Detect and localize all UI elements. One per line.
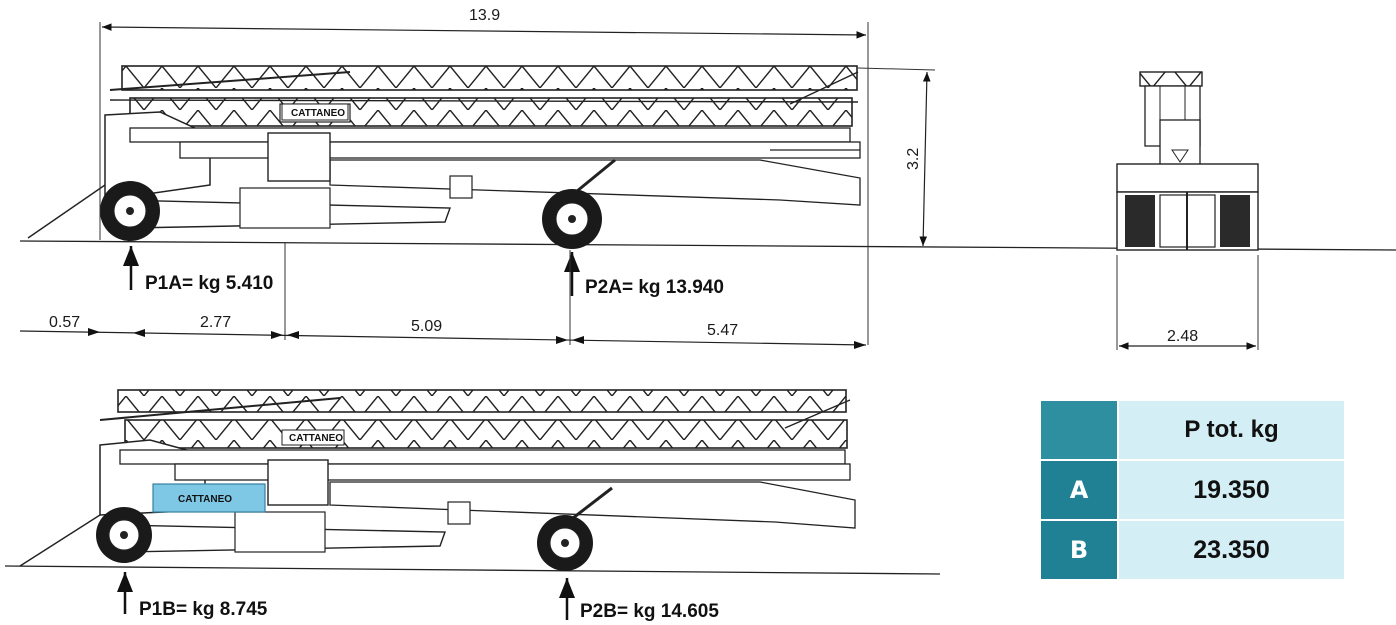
- ground-line-b: [4, 565, 941, 575]
- dim-line-overall: [101, 23, 867, 39]
- front-wheel-b: [96, 507, 152, 563]
- load-p2b: P2B= kg 14.605: [580, 601, 719, 622]
- front-view: 2.48: [1116, 71, 1259, 350]
- row-value-a: 19.350: [1117, 461, 1344, 521]
- front-wheel-left: [1125, 195, 1155, 247]
- total-weight-table: P tot. kg A 19.350 B 23.350: [1041, 401, 1344, 579]
- front-wheel-a: [100, 181, 160, 241]
- load-p1a: P1A= kg 5.410: [145, 273, 273, 294]
- brand-plate-a: [281, 103, 349, 121]
- jib-truss-a: [109, 65, 859, 127]
- brand-plate-b: [281, 429, 345, 446]
- counterweight-b: [152, 483, 266, 513]
- table-header-row: P tot. kg: [1041, 401, 1344, 461]
- dim-line-height: [919, 71, 931, 247]
- dim-d2: 5.09: [411, 318, 442, 335]
- dim-height: 3.2: [905, 148, 922, 170]
- table-row: B 23.350: [1041, 521, 1344, 579]
- jib-truss-b: [99, 389, 851, 449]
- rear-wheel-b: [537, 515, 593, 571]
- table-row: A 19.350: [1041, 461, 1344, 521]
- table-corner: [1041, 401, 1117, 461]
- dim-line-chain: [19, 330, 867, 346]
- chassis-b: [99, 439, 856, 553]
- load-p1b: P1B= kg 8.745: [139, 599, 268, 620]
- dim-width: 2.48: [1167, 328, 1198, 345]
- row-key-b: B: [1041, 521, 1117, 579]
- row-value-b: 23.350: [1117, 521, 1344, 579]
- side-view-b: CATTANEO CATTANEO P1B= kg 8.745 P2B= kg …: [4, 389, 941, 622]
- rear-wheel-a: [542, 189, 602, 249]
- dim-d3: 5.47: [707, 322, 738, 339]
- dim-overall-length: 13.9: [469, 7, 500, 24]
- row-key-a: A: [1041, 461, 1117, 521]
- load-p2a: P2A= kg 13.940: [585, 277, 724, 298]
- dim-front-overhang: 0.57: [49, 314, 80, 331]
- table-header-label: P tot. kg: [1117, 401, 1344, 461]
- brand-label-b: CATTANEO: [289, 433, 343, 444]
- brand-label-a: CATTANEO: [291, 108, 345, 119]
- brand-label-counterweight: CATTANEO: [178, 494, 232, 505]
- chassis-a: [104, 111, 861, 229]
- side-view-a: CATTANEO 13.9 3.2 P1A= kg 5.410 P2A= kg …: [19, 7, 1396, 349]
- front-wheel-right: [1220, 195, 1250, 247]
- dim-d1: 2.77: [200, 314, 231, 331]
